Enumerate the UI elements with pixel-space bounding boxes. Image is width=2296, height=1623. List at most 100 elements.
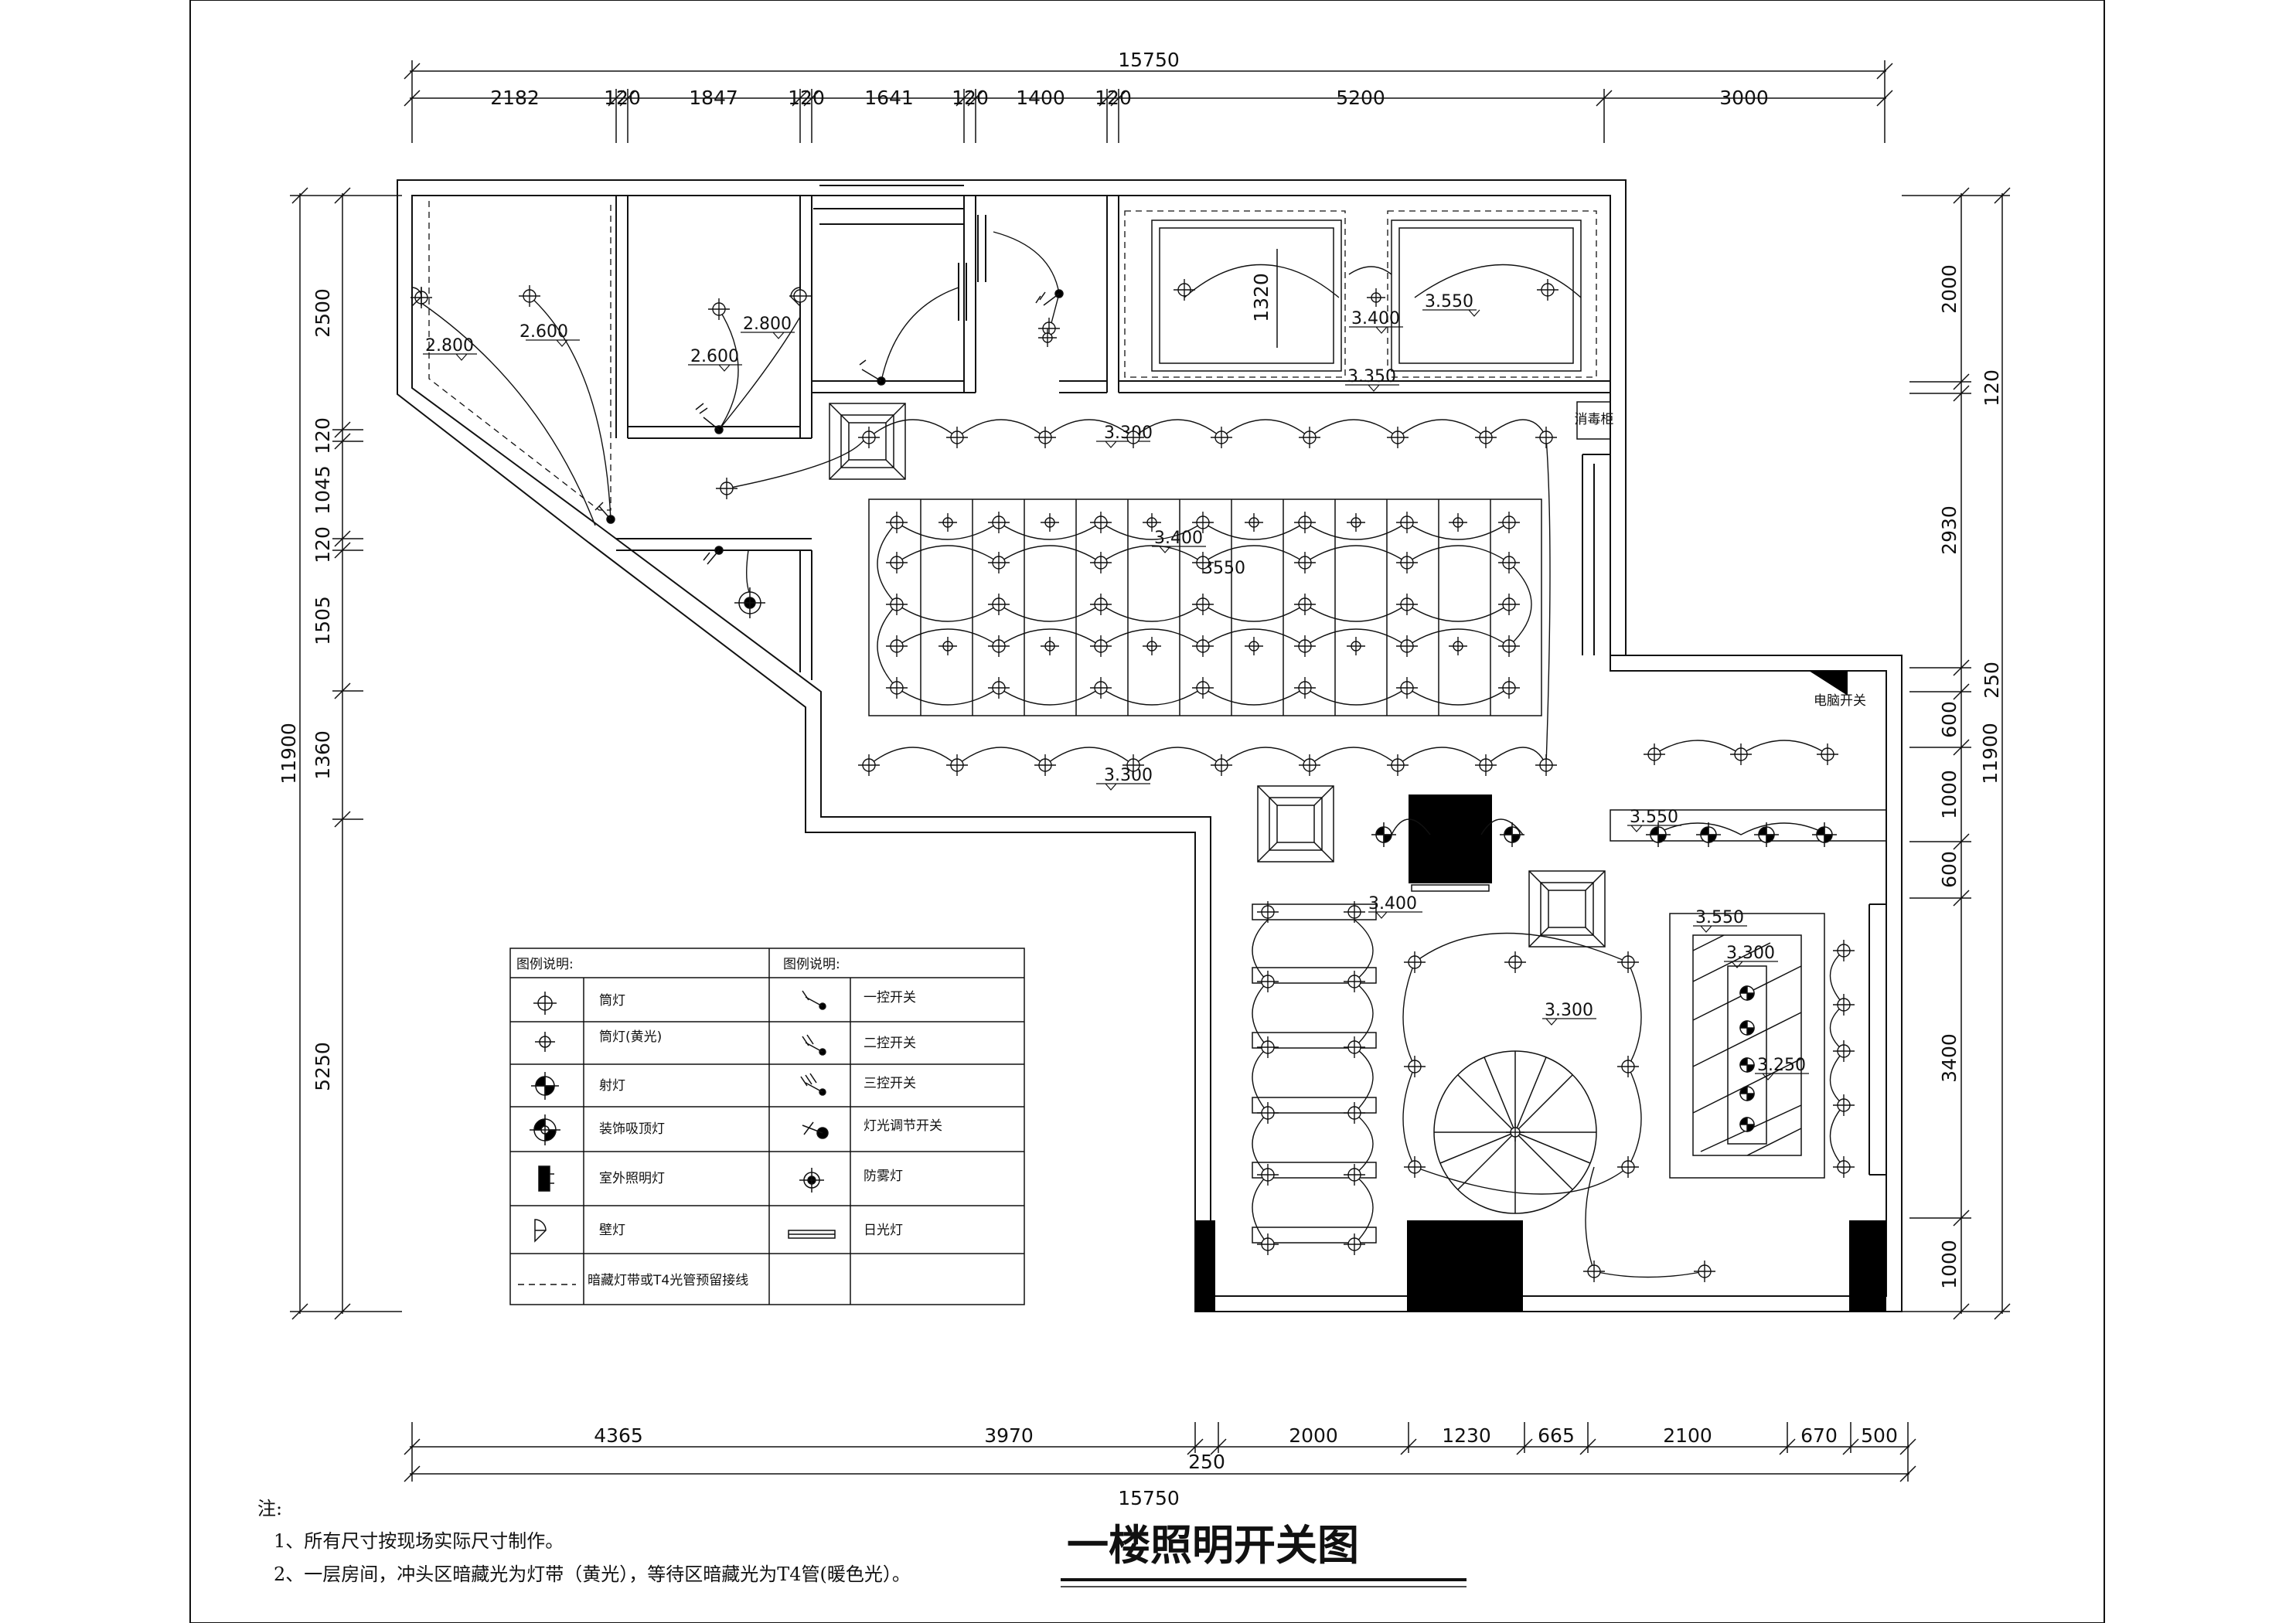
dim-right-seg: 2000 <box>1938 264 1960 314</box>
downlight-icon <box>1245 637 1263 655</box>
downlight-icon <box>1257 971 1279 992</box>
downlight-icon <box>886 635 908 657</box>
dim-right-seg: 2930 <box>1938 505 1960 555</box>
downlight-icon <box>789 285 811 307</box>
downlight-icon <box>1644 743 1665 765</box>
dim-left-seg: 120 <box>312 417 334 454</box>
dim-top-seg: 120 <box>952 87 989 109</box>
downlight-icon <box>1504 951 1526 973</box>
sheet-border <box>189 0 2105 1623</box>
dim-top-seg: 120 <box>1095 87 1132 109</box>
downlight-icon <box>886 512 908 533</box>
ceiling-level: 3.300 <box>1545 1001 1593 1020</box>
downlight-icon <box>1833 1094 1855 1116</box>
dim-top-seg: 5200 <box>1336 87 1385 109</box>
grid-ceiling <box>868 498 1542 716</box>
dim-right-seg: 120 <box>1981 369 2003 407</box>
downlight-icon <box>1404 1156 1426 1178</box>
downlight-icon <box>1498 677 1520 699</box>
legend-switch-1-icon <box>802 990 826 1010</box>
downlight-icon <box>1299 427 1320 448</box>
legend-label: 壁灯 <box>599 1223 625 1238</box>
downlight-icon <box>1396 677 1418 699</box>
downlight-icon <box>1294 512 1316 533</box>
dim-bottom-total: 15750 <box>1118 1487 1180 1509</box>
dim-right-seg: 1000 <box>1938 1240 1960 1289</box>
downlight-icon <box>1583 1261 1605 1282</box>
downlight-icon <box>988 635 1010 657</box>
downlight-icon <box>988 594 1010 615</box>
switch-symbols <box>594 289 1064 565</box>
downlight-icon <box>988 552 1010 573</box>
downlight-icon <box>1090 512 1112 533</box>
ceiling-level: 3.400 <box>1154 529 1203 548</box>
dim-left-total: 11900 <box>278 723 300 784</box>
legend-outdoor-lamp-icon <box>538 1165 554 1192</box>
legend-wall-lamp-icon <box>534 1219 547 1243</box>
dim-bottom-seg: 670 <box>1800 1424 1838 1447</box>
dim-top-seg: 1641 <box>864 87 914 109</box>
dim-bottom-seg: 500 <box>1861 1424 1898 1447</box>
dim-bottom-seg: 1230 <box>1442 1424 1491 1447</box>
dim-right-seg: 250 <box>1981 662 2003 699</box>
downlight-icon <box>946 427 968 448</box>
downlight-icon <box>1347 637 1365 655</box>
ceiling-level: 3.550 <box>1630 808 1678 827</box>
level-ticks <box>423 309 1809 1080</box>
ceiling-level: 3.350 <box>1347 367 1396 386</box>
spotlights <box>734 587 1837 1132</box>
legend-label: 防雾灯 <box>864 1169 903 1184</box>
downlight-icon <box>1122 754 1144 776</box>
dim-bottom-seg: 3970 <box>984 1424 1034 1447</box>
downlight-icon <box>1833 994 1855 1016</box>
downlight-icon <box>1192 552 1214 573</box>
switch-wiring <box>421 231 1845 1278</box>
downlight-icon <box>1257 1102 1279 1124</box>
legend-fluorescent-icon <box>788 1230 836 1239</box>
downlight-icon <box>1694 1261 1715 1282</box>
legend-label: 日光灯 <box>864 1223 903 1238</box>
downlight-icon <box>1537 279 1558 301</box>
legend-label: 筒灯 <box>599 993 625 1009</box>
downlight-icon <box>1294 635 1316 657</box>
downlight-icon <box>1257 1036 1279 1058</box>
downlight-icon <box>1211 427 1232 448</box>
downlight-icon <box>1396 594 1418 615</box>
legend-header-right: 图例说明: <box>783 957 840 972</box>
downlight-icon <box>1041 637 1059 655</box>
downlight-icon <box>1475 427 1497 448</box>
downlight-icon <box>988 512 1010 533</box>
right-dimensions <box>1902 187 2011 1320</box>
legend-footer: 暗藏灯带或T4光管预留接线 <box>588 1273 748 1288</box>
dim-room-1320: 1320 <box>1250 273 1272 322</box>
note-item: 1、所有尺寸按现场实际尺寸制作。 <box>274 1530 564 1552</box>
legend-switch-3-icon <box>800 1073 826 1096</box>
downlight-icon <box>1344 1102 1365 1124</box>
downlight-icon <box>1143 513 1161 532</box>
downlight-icon <box>946 754 968 776</box>
dim-right-seg: 1000 <box>1938 770 1960 819</box>
legend-switch-2-icon <box>802 1034 826 1056</box>
downlight-icon <box>1192 594 1214 615</box>
legend-ceiling-lamp-icon <box>530 1114 560 1145</box>
dim-left-seg: 1360 <box>312 730 334 780</box>
downlight-icon <box>1817 743 1838 765</box>
downlight-icon <box>1344 901 1365 923</box>
ceiling-level: 2.600 <box>690 347 739 366</box>
note-item: 2、一层房间，冲头区暗藏光为灯带（黄光），等待区暗藏光为T4管(暖色光）。 <box>274 1563 911 1585</box>
legend-label: 灯光调节开关 <box>864 1118 942 1134</box>
dim-top-seg: 120 <box>788 87 825 109</box>
dim-right-total: 11900 <box>1979 723 2001 784</box>
downlight-icon <box>1344 1036 1365 1058</box>
downlight-icon <box>1396 512 1418 533</box>
dim-top-seg: 120 <box>604 87 641 109</box>
downlight-icon <box>1498 594 1520 615</box>
downlight-icon <box>716 478 738 499</box>
downlight-icon <box>1245 513 1263 532</box>
downlight-icon <box>1143 637 1161 655</box>
shaded-walls <box>1195 671 1886 1312</box>
downlight-icon <box>858 754 880 776</box>
downlight-icon <box>1833 1040 1855 1062</box>
top-rooms <box>1151 219 1611 440</box>
downlight-icon <box>1404 1056 1426 1077</box>
